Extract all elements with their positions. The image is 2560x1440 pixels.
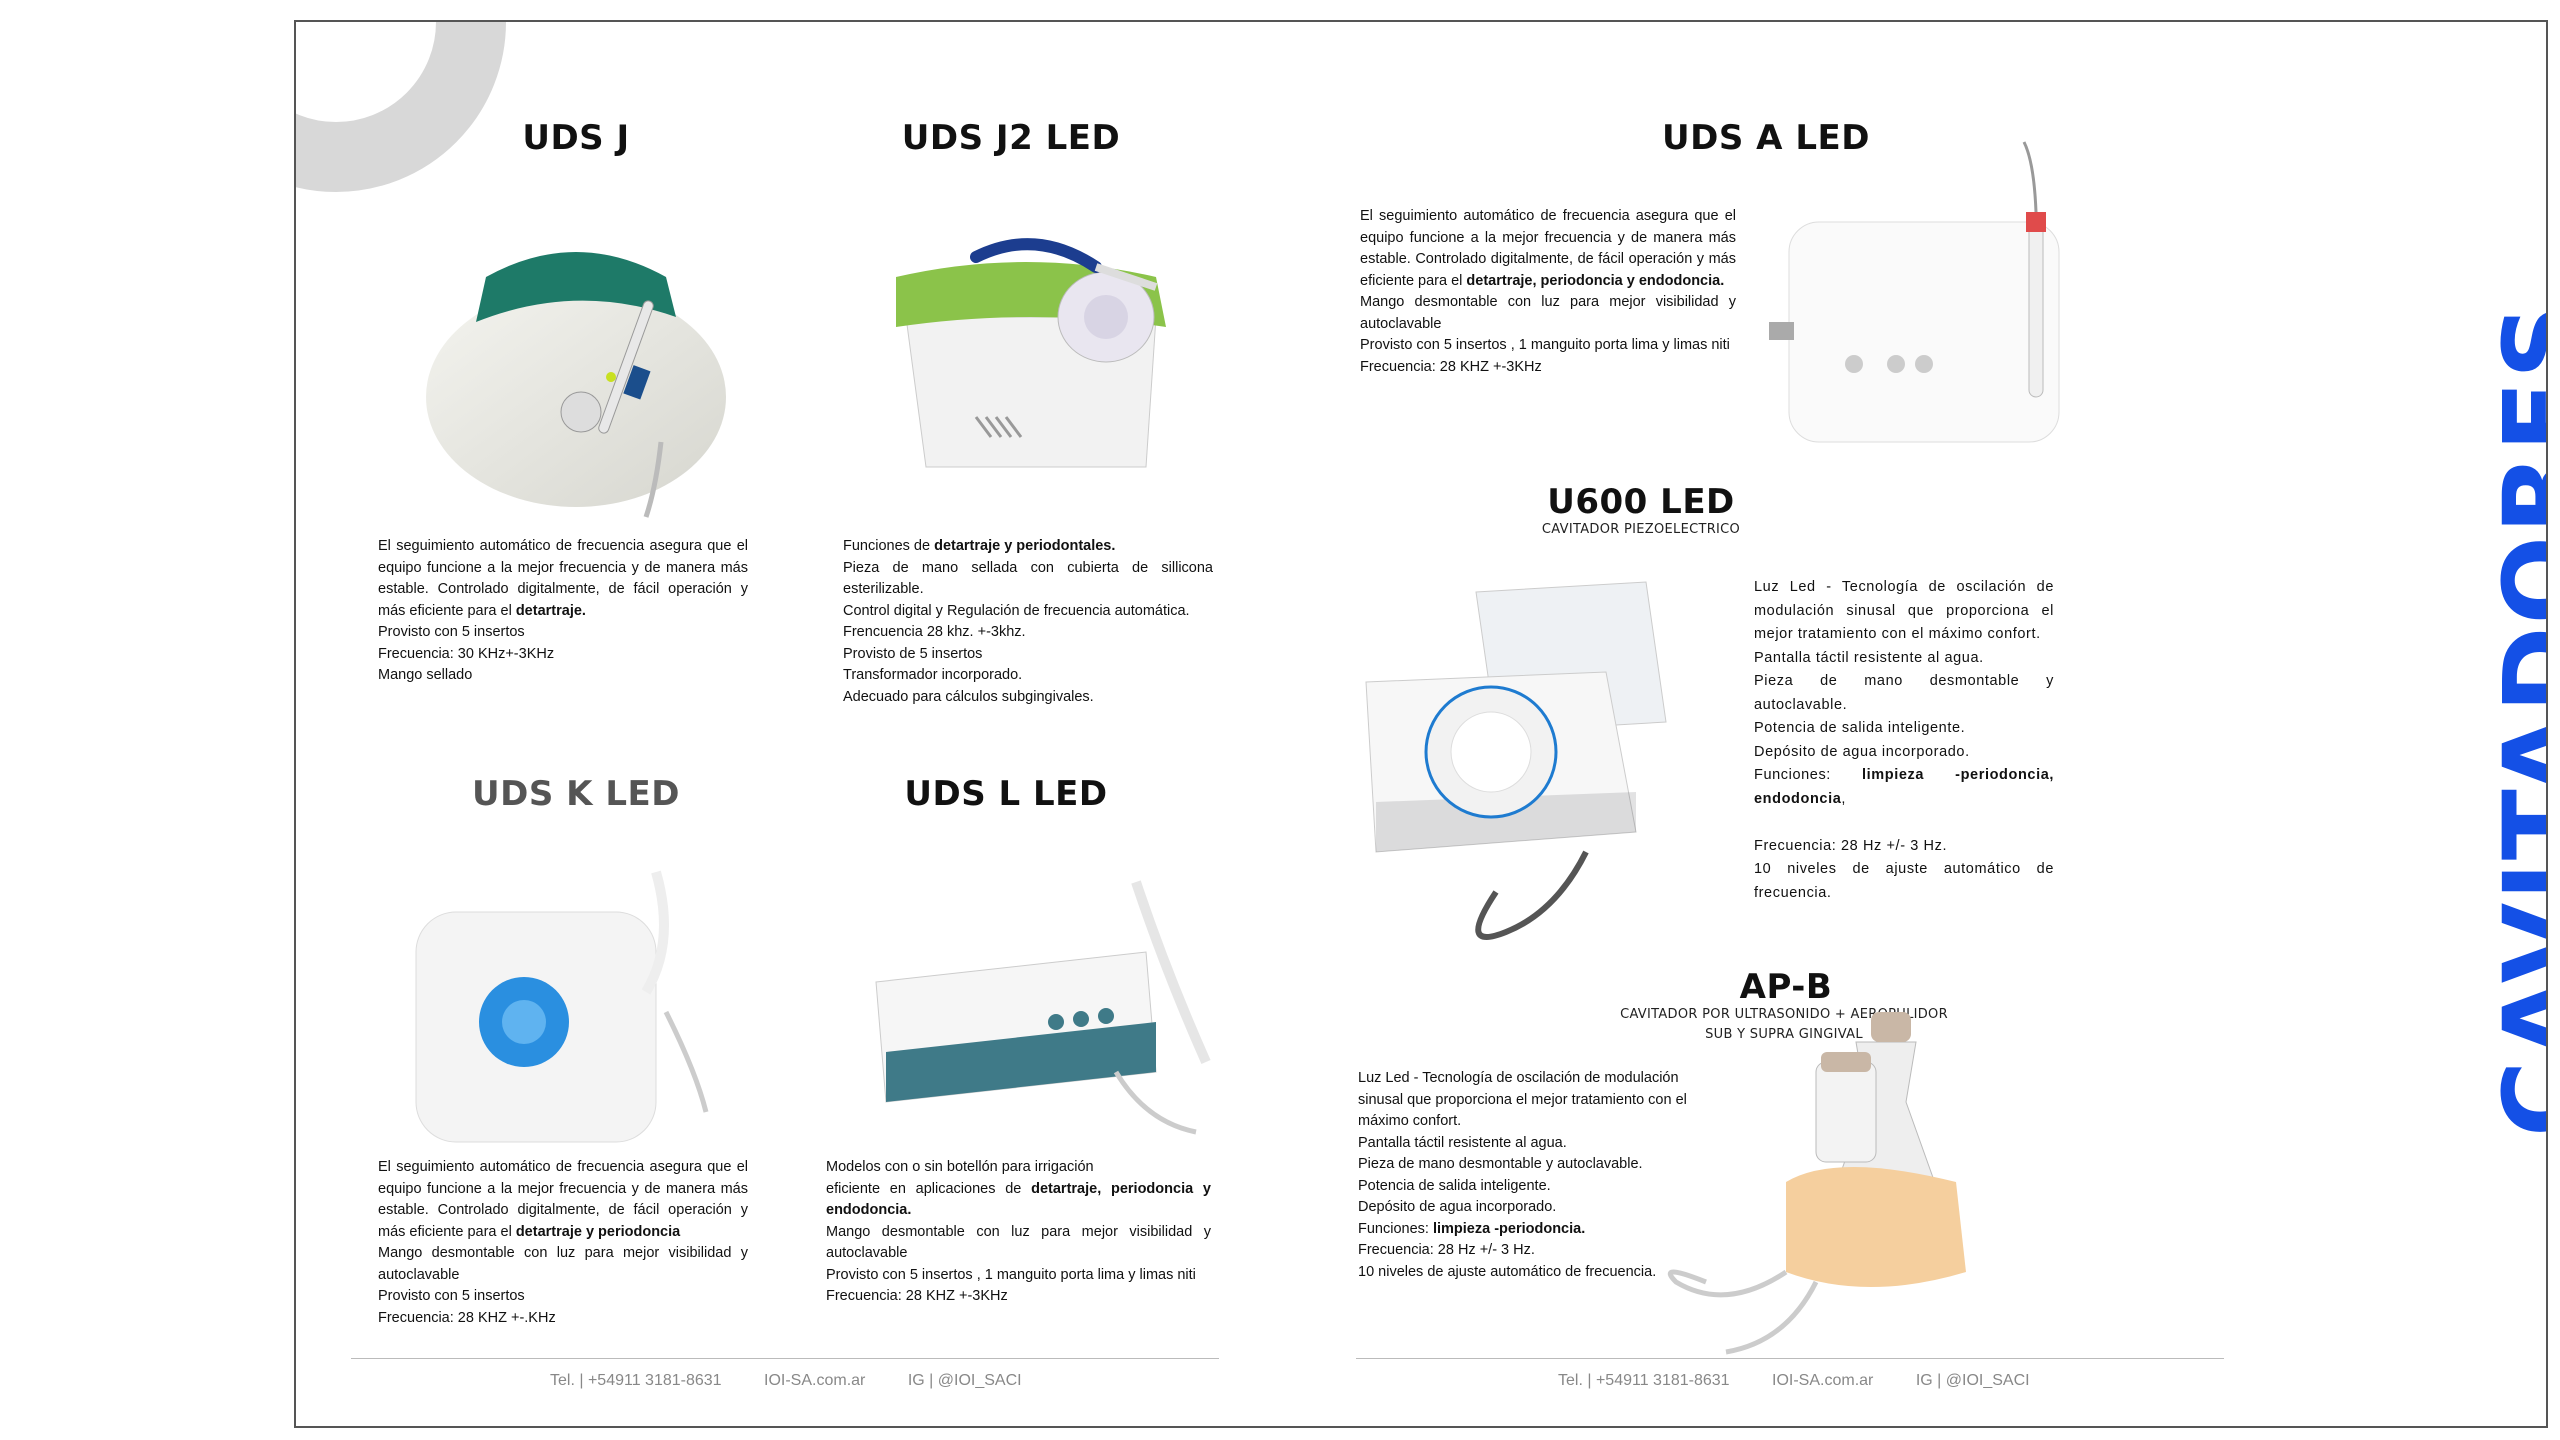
footer-instagram: IG | @IOI_SACI xyxy=(907,1372,1022,1389)
product-title-uds-j: UDS J xyxy=(522,118,630,158)
product-title-uds-j2: UDS J2 LED xyxy=(901,118,1121,158)
footer-left: Tel. | +54911 3181-8631 IOI-SA.com.ar IG… xyxy=(550,1372,1060,1390)
footer-phone: Tel. | +54911 3181-8631 xyxy=(1558,1372,1730,1389)
product-title-u600: U600 LED xyxy=(1547,482,1735,522)
product-desc-apb: Luz Led - Tecnología de oscilación de mo… xyxy=(1358,1070,1687,1280)
product-desc-uds-k: El seguimiento automático de frecuencia … xyxy=(378,1159,748,1326)
product-desc-uds-a: El seguimiento automático de frecuencia … xyxy=(1360,208,1736,375)
product-image-uds-j2 xyxy=(856,187,1206,487)
product-desc-u600: Luz Led - Tecnología de oscilación de mo… xyxy=(1754,579,2055,901)
product-image-uds-k xyxy=(396,842,716,1152)
product-image-apb xyxy=(1666,982,2046,1362)
product-image-uds-a xyxy=(1764,122,2124,462)
footer-divider-left xyxy=(351,1358,1219,1359)
product-subtitle-apb-2: SUB Y SUPRA GINGIVAL xyxy=(1705,1027,1863,1042)
product-subtitle-apb-1: CAVITADOR POR ULTRASONIDO + AEROPULIDOR xyxy=(1620,1007,1948,1022)
footer-website: IOI-SA.com.ar xyxy=(764,1372,866,1389)
product-image-u600 xyxy=(1356,552,1706,942)
footer-website: IOI-SA.com.ar xyxy=(1772,1372,1874,1389)
footer-right: Tel. | +54911 3181-8631 IOI-SA.com.ar IG… xyxy=(1558,1372,2068,1390)
footer-divider-right xyxy=(1356,1358,2224,1359)
product-desc-uds-j: El seguimiento automático de frecuencia … xyxy=(378,538,748,683)
footer-instagram: IG | @IOI_SACI xyxy=(1915,1372,2030,1389)
product-title-uds-l: UDS L LED xyxy=(904,774,1108,814)
catalog-spread: UDS J El seguimiento automático de frecu… xyxy=(294,20,2548,1428)
product-title-apb: AP-B xyxy=(1739,967,1833,1007)
section-title-vertical: CAVITADORES xyxy=(2481,301,2548,1137)
product-image-uds-j xyxy=(406,187,746,527)
product-desc-uds-j2: Funciones de detartraje y periodontales.… xyxy=(843,538,1213,705)
decorative-arc xyxy=(296,22,506,192)
product-desc-uds-l: Modelos con o sin botellón para irrigaci… xyxy=(826,1159,1211,1304)
product-title-uds-a: UDS A LED xyxy=(1662,118,1870,158)
footer-phone: Tel. | +54911 3181-8631 xyxy=(550,1372,722,1389)
product-image-uds-l xyxy=(866,862,1216,1142)
product-title-uds-k: UDS K LED xyxy=(472,774,680,814)
product-subtitle-u600: CAVITADOR PIEZOELECTRICO xyxy=(1541,522,1741,537)
